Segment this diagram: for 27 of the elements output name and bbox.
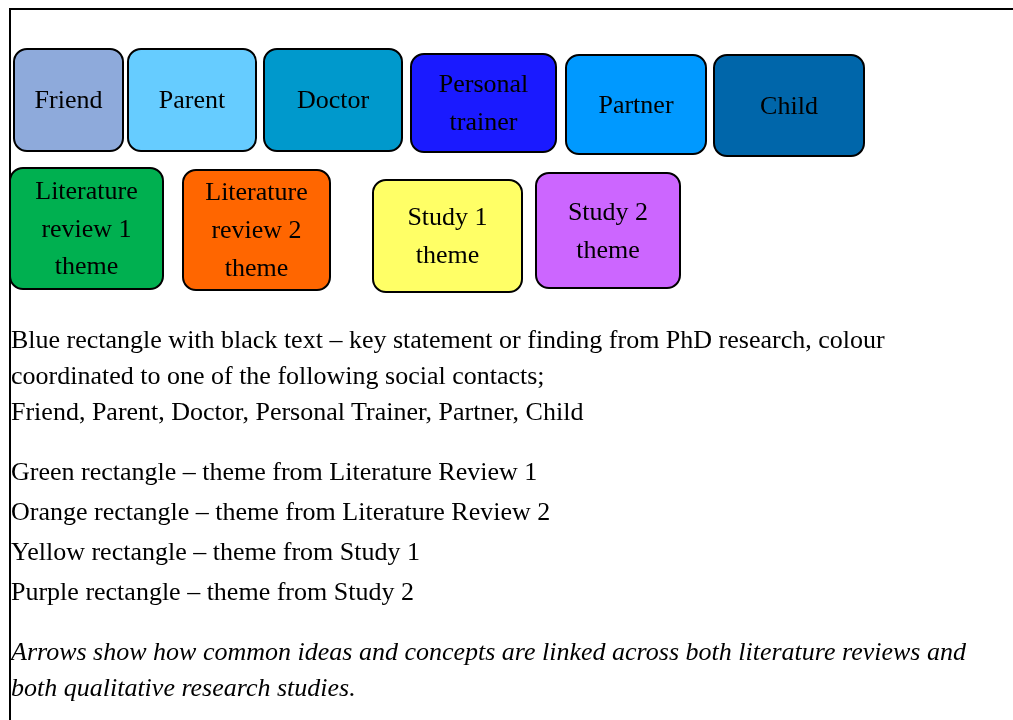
note-text: Blue rectangle with black text – key statement or finding from PhD research, colour coordinated to one of the following social contacts; <box>11 324 886 392</box>
box-label: Literature review 1 theme <box>34 174 139 283</box>
box-label: Friend <box>34 84 103 117</box>
box-label: Study 1 theme <box>406 201 489 271</box>
note-text: Purple rectangle – theme from Study 2 <box>11 576 414 608</box>
rounded-box <box>565 54 707 155</box>
box-label: Parent <box>158 84 226 117</box>
note-text: Friend, Parent, Doctor, Personal Trainer, Partner, Child <box>11 396 584 428</box>
box-label: Personal trainer <box>437 68 530 138</box>
rounded-box <box>9 167 164 290</box>
box-label: Study 2 theme <box>566 195 650 266</box>
box-label: Literature review 2 theme <box>204 176 309 284</box>
note-text: Orange rectangle – theme from Literature Review 2 <box>11 496 551 528</box>
rounded-box <box>535 172 681 289</box>
rounded-box <box>13 48 124 152</box>
rounded-box <box>127 48 257 152</box>
box-label: Doctor <box>296 84 370 117</box>
note-text: Yellow rectangle – theme from Study 1 <box>11 536 420 568</box>
box-label: Partner <box>598 88 674 121</box>
rounded-box <box>410 53 557 153</box>
box-label: Child <box>760 89 818 122</box>
rounded-box <box>263 48 403 152</box>
rounded-box <box>372 179 523 293</box>
rounded-box <box>182 169 331 291</box>
note-text: Green rectangle – theme from Literature Review 1 <box>11 456 538 488</box>
rounded-box <box>713 54 865 157</box>
note-text: Arrows show how common ideas and concepts are linked across both literature reviews and both qualitative research studies. <box>11 636 967 704</box>
